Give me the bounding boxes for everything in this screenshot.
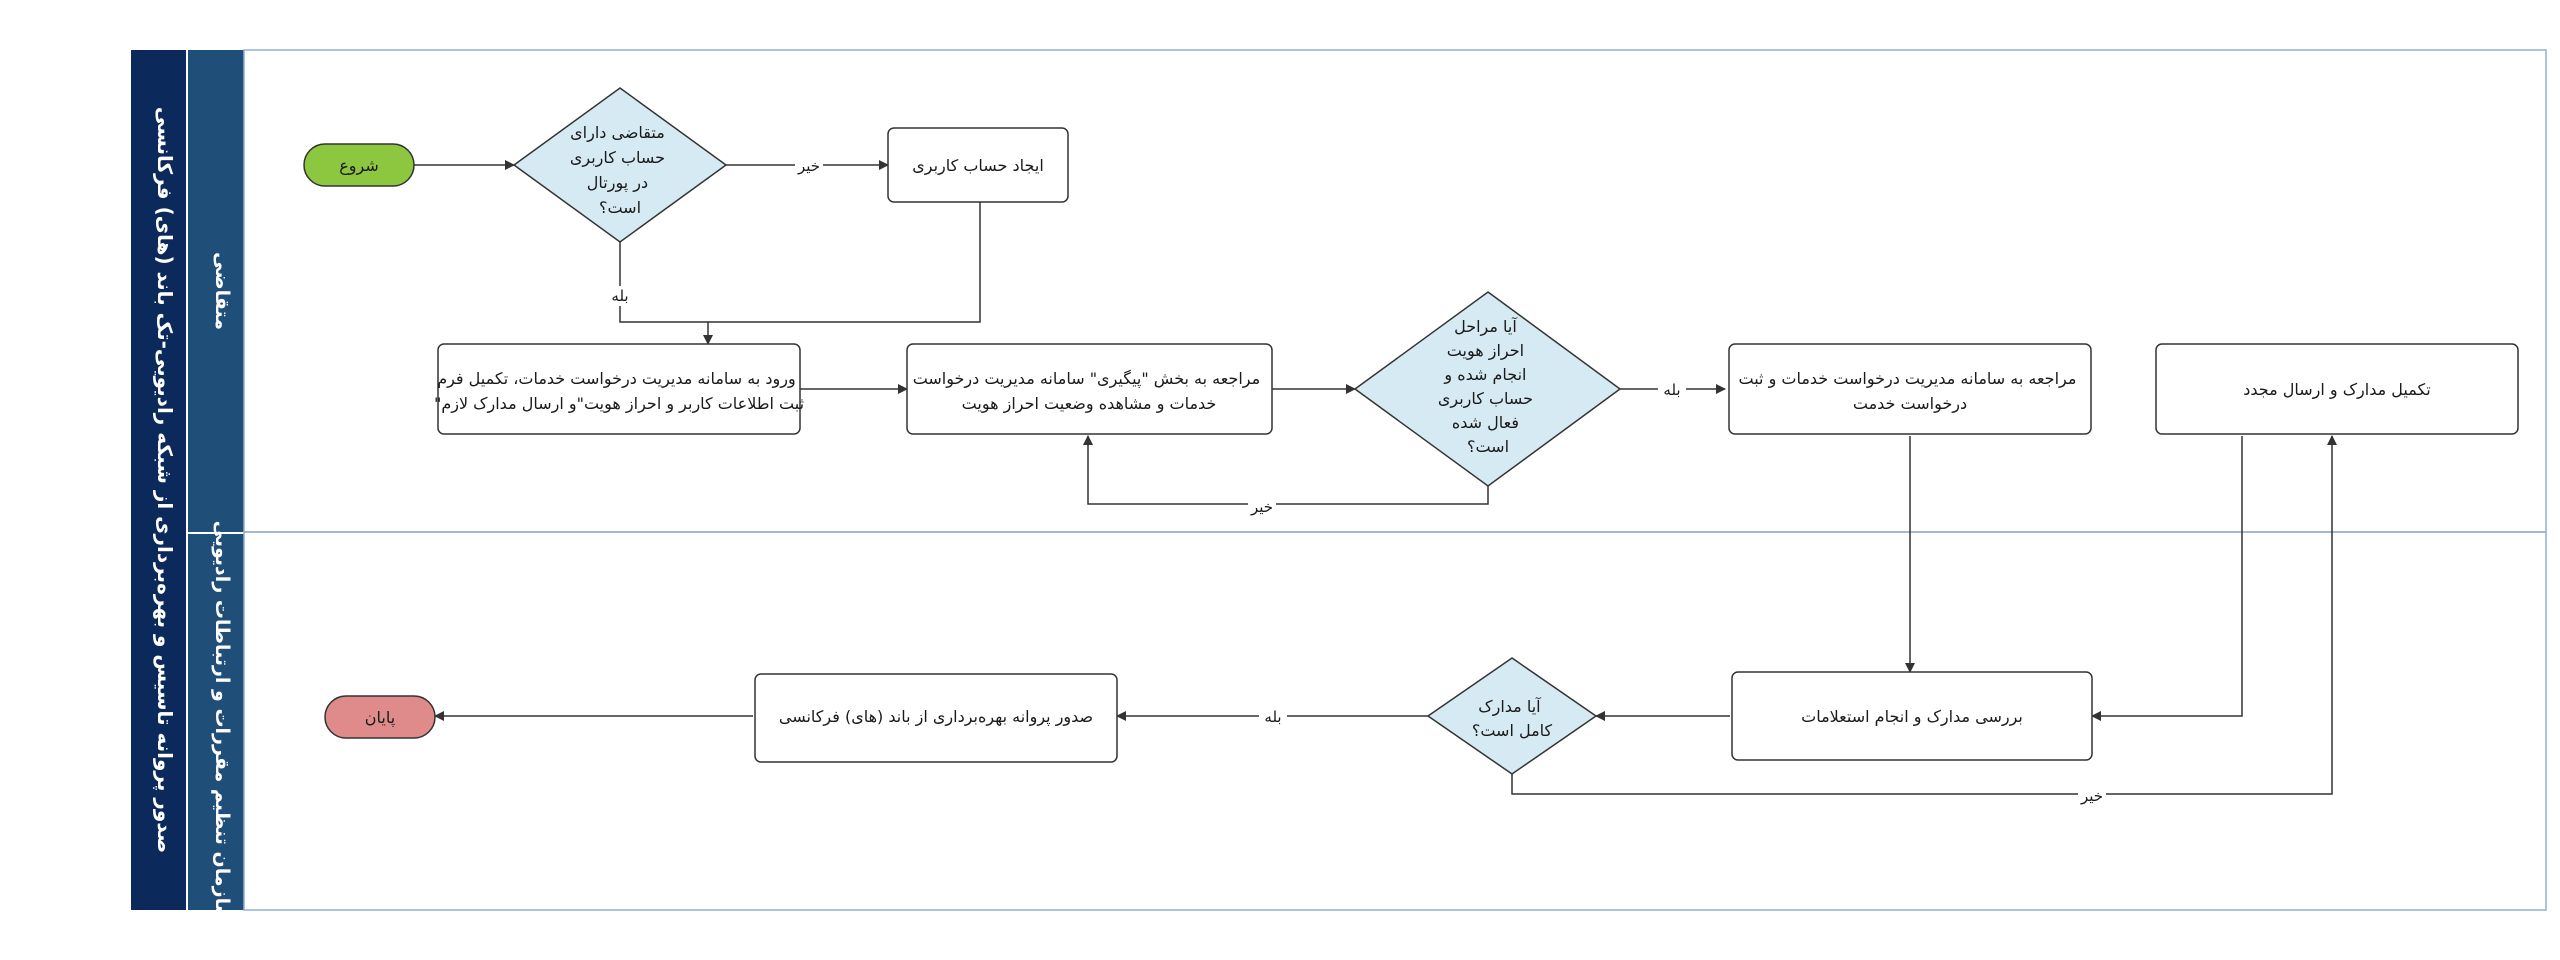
decision-identity-done-text: آیا مراحل احراز هویت انجام شده و حساب کا… — [1438, 317, 1538, 456]
process-login-form — [437, 343, 801, 435]
edge-label-yes-2: بله — [1663, 381, 1680, 399]
process-issue-license-text: صدور پروانه بهره‌برداری از باند (های) فر… — [779, 707, 1093, 727]
edge-label-no-1: خیر — [797, 157, 820, 175]
decision-has-account — [512, 87, 728, 243]
edge-complete-to-review — [2091, 436, 2243, 721]
process-submit-request — [1728, 343, 2092, 435]
process-complete-docs — [2155, 343, 2519, 435]
decision-docs-complete-text: آیا مدارک کامل است؟ — [1472, 697, 1553, 740]
pool-title-bar — [131, 50, 186, 910]
edge-label-yes-3: بله — [1264, 708, 1281, 726]
lane-regulator — [243, 531, 2547, 911]
process-submit-request-text: مراجعه به سامانه مدیریت درخواست خدمات و … — [1738, 369, 2081, 414]
edge-decision3-no — [1511, 435, 2337, 795]
process-review-docs-text: بررسی مدارک و انجام استعلامات — [1801, 707, 2023, 727]
process-issue-license — [754, 673, 1118, 763]
edge-label-no-2: خیر — [1250, 498, 1273, 516]
decision-identity-done — [1353, 291, 1622, 487]
process-track-status — [906, 343, 1273, 435]
process-login-form-text: ورود به سامانه مدیریت درخواست خدمات، تکم… — [434, 369, 804, 414]
edge-decision2-no — [1083, 435, 1489, 505]
start-node — [303, 143, 415, 187]
start-label: شروع — [339, 156, 379, 176]
lane-regulator-label: سازمان تنظیم مقررات و ارتباطات رادیویی — [211, 521, 233, 924]
edge-decision1-yes — [619, 242, 713, 345]
edge-label-no-3: خیر — [2080, 787, 2103, 805]
process-review-docs — [1731, 671, 2093, 761]
process-complete-docs-text: تکمیل مدارک و ارسال مجدد — [2243, 380, 2431, 400]
process-create-account-text: ایجاد حساب کاربری — [912, 156, 1044, 176]
end-node — [324, 695, 436, 739]
lane-applicant-label: متقاضی — [211, 252, 233, 330]
lane-applicant-bar — [188, 50, 244, 532]
process-create-account — [887, 127, 1069, 203]
decision-has-account-text: متقاضی دارای حساب کاربری در پورتال است؟ — [570, 123, 670, 217]
decision-docs-complete — [1426, 657, 1598, 775]
end-label: پایان — [365, 708, 395, 728]
process-track-status-text: مراجعه به بخش "پیگیری" سامانه مدیریت درخ… — [913, 369, 1266, 414]
lane-regulator-bar — [188, 534, 244, 910]
edge-create-account-to-form — [708, 202, 981, 323]
pool-title: صدور پروانه تاسیس و بهره‌برداری از شبکه … — [152, 107, 177, 853]
edge-label-yes-1: بله — [611, 287, 628, 305]
